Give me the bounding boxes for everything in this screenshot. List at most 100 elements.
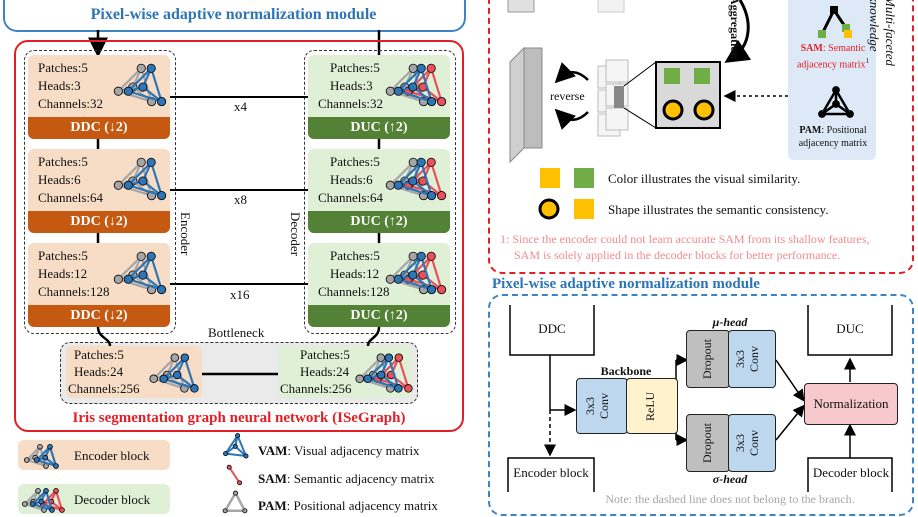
bn2-graph-icon: [355, 353, 413, 393]
panel-sam-icon: [818, 6, 852, 38]
dec1-channels: Channels:32: [318, 96, 383, 111]
backbone-conv: 3x3 Conv: [576, 378, 628, 434]
panel-pam-icon: [818, 86, 854, 118]
legend-decoder-label: Decoder block: [74, 492, 151, 507]
skip-label-x16: x16: [230, 287, 250, 302]
legend-encoder-label: Encoder block: [74, 448, 150, 463]
multi-faceted-label: Multi-faceted knowledge: [867, 0, 898, 122]
aggregation-label: Aggregation: [726, 0, 742, 60]
dec1-heads: Heads:3: [330, 78, 373, 93]
enc2-ddc-bar: DDC (↓2): [28, 211, 170, 233]
mu-head-dropout: Dropout: [686, 330, 730, 388]
sigma-head-label: σ-head: [712, 472, 748, 486]
skip-label-x8: x8: [234, 192, 247, 207]
enc2-graph-icon: [113, 157, 167, 201]
bn1-heads: Heads:24: [74, 364, 124, 379]
dec3-heads: Heads:12: [330, 266, 380, 281]
mu-conv-text: 3x3 Conv: [733, 346, 761, 373]
backbone-conv-text: 3x3 Conv: [583, 393, 611, 420]
norm-module-panel: [488, 294, 914, 516]
enc1-ddc-bar: DDC (↓2): [28, 117, 170, 139]
bn1-patches: Patches:5: [74, 347, 124, 362]
bottleneck-label: Bottleneck: [208, 325, 265, 340]
norm-ddc-label: DDC: [538, 321, 566, 336]
enc2-channels: Channels:64: [38, 190, 103, 205]
bn1-graph-icon: [149, 353, 199, 393]
norm-note: Note: the dashed line does not belong to…: [605, 492, 855, 506]
skip-label-x4: x4: [234, 99, 247, 114]
legend-sam-text: : Semantic adjacency matrix: [286, 471, 435, 486]
norm-decoder-block-label: Decoder block: [812, 465, 890, 480]
panel-sam-sup: 1: [865, 57, 870, 65]
sigma-head-conv: 3x3 Conv: [728, 414, 776, 472]
legend-sam-icon: [226, 464, 243, 486]
bn2-heads: Heads:24: [300, 364, 350, 379]
legend-pam-key: PAM: [258, 498, 287, 513]
aggregation-text: Aggregation: [728, 0, 742, 60]
enc1-channels: Channels:32: [38, 96, 103, 111]
dec3-graph-icon: [385, 251, 447, 295]
dec3-patches: Patches:5: [330, 248, 380, 263]
top-norm-module-title: Pixel-wise adaptive normalization module: [90, 6, 377, 23]
legend-vam-key: VAM: [258, 443, 288, 458]
sigma-conv-text: 3x3 Conv: [733, 430, 761, 457]
knowledge-panel: [488, 0, 914, 274]
panel-pam-key: PAM: [799, 125, 822, 136]
normalization-text: Normalization: [813, 396, 889, 411]
norm-encoder-block-label: Encoder block: [513, 465, 589, 480]
backbone-label: Backbone: [600, 364, 652, 378]
reverse-label: reverse: [550, 89, 585, 103]
isegraph-title: Iris segmentation graph neural network (…: [72, 410, 406, 426]
sigma-dropout-text: Dropout: [700, 423, 714, 463]
legend-decoder-graph-icon: [21, 488, 65, 513]
isegraph-frame: [14, 40, 464, 432]
enc3-heads: Heads:12: [38, 266, 88, 281]
enc3-ddc-bar: DDC (↓2): [28, 305, 170, 327]
dec3-duc-bar: DUC (↑2): [308, 305, 450, 327]
normalization-box: Normalization: [804, 383, 898, 425]
dec2-patches: Patches:5: [330, 154, 380, 169]
legend-pam-text: : Positional adjacency matrix: [286, 498, 438, 513]
enc1-heads: Heads:3: [38, 78, 81, 93]
mu-head-conv: 3x3 Conv: [728, 330, 776, 388]
color-note: Color illustrates the visual similarity.: [608, 171, 801, 186]
bn1-channels: Channels:256: [68, 381, 140, 396]
backbone-relu-text: ReLU: [643, 391, 657, 421]
decoder-block-2: Patches:5 Heads:6 Channels:64 DUC (↑2): [308, 149, 450, 233]
enc1-patches: Patches:5: [38, 60, 88, 75]
legend-pam: PAM: Positional adjacency matrix: [258, 497, 438, 515]
top-norm-module-box: [3, 0, 466, 32]
dec3-channels: Channels:128: [318, 284, 390, 299]
mu-dropout-text: Dropout: [700, 339, 714, 379]
panel-sam-legend: SAM: Semantic adjacency matrix1: [792, 42, 874, 71]
panel-sam-key: SAM: [800, 43, 823, 54]
backbone-relu: ReLU: [626, 378, 678, 434]
legend-vam-text: : Visual adjacency matrix: [287, 443, 420, 458]
legend-vam-icon: [223, 433, 249, 459]
panel-pam-legend: PAM: Positional adjacency matrix: [792, 124, 874, 150]
panel-sam-text: : Semantic adjacency matrix: [796, 43, 866, 71]
enc2-patches: Patches:5: [38, 154, 88, 169]
legend-pam-icon: [222, 490, 248, 514]
norm-duc-label: DUC: [836, 321, 864, 336]
enc3-patches: Patches:5: [38, 248, 88, 263]
dec2-graph-icon: [385, 157, 447, 201]
decoder-label: Decoder: [288, 212, 303, 257]
dec2-heads: Heads:6: [330, 172, 373, 187]
enc3-graph-icon: [113, 251, 167, 295]
bn2-channels: Channels:256: [280, 381, 352, 396]
legend-sam: SAM: Semantic adjacency matrix: [258, 470, 435, 488]
legend-sam-key: SAM: [258, 471, 287, 486]
enc3-channels: Channels:128: [38, 284, 110, 299]
panel-pam-text: : Positional adjacency matrix: [798, 125, 868, 149]
dec1-duc-bar: DUC (↑2): [308, 117, 450, 139]
dec2-duc-bar: DUC (↑2): [308, 211, 450, 233]
enc2-heads: Heads:6: [38, 172, 81, 187]
encoder-label: Encoder: [178, 212, 193, 256]
mu-head-label: μ-head: [712, 315, 748, 329]
footnote-line-2: SAM is solely applied in the decoder blo…: [514, 248, 841, 262]
legend-vam: VAM: Visual adjacency matrix: [258, 442, 420, 460]
decoder-block-3: Patches:5 Heads:12 Channels:128 DUC (↑2): [308, 243, 450, 327]
